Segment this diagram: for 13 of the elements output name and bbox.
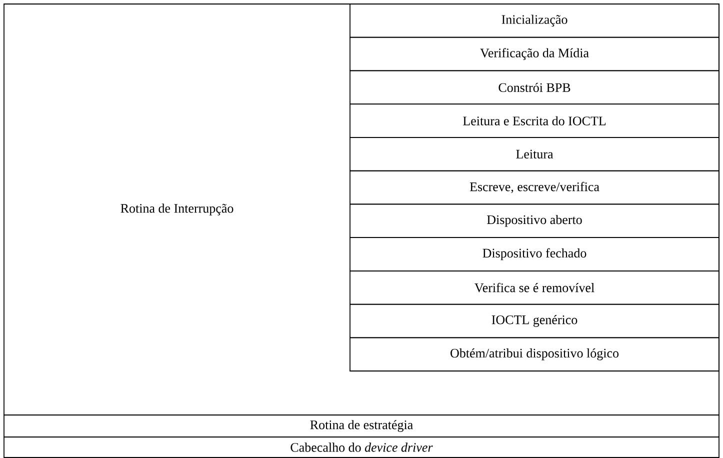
routine-row: Leitura e Escrita do IOCTL <box>350 104 720 138</box>
routine-row: Verificação da Mídia <box>350 36 720 72</box>
routine-row: Escreve, escreve/verifica <box>350 170 720 205</box>
section-row: Rotina de estratégia <box>4 414 720 438</box>
routine-row: Obtém/atribui dispositivo lógico <box>350 337 720 372</box>
routine-row: Leitura <box>350 137 720 172</box>
routine-row: Dispositivo fechado <box>350 237 720 272</box>
routine-row: Constrói BPB <box>350 70 720 105</box>
routine-row: IOCTL genérico <box>350 304 720 338</box>
section-row: Cabecalho do device driver <box>4 436 720 458</box>
routine-row: Dispositivo aberto <box>350 204 720 238</box>
routine-row: Verifica se é removível <box>350 270 720 305</box>
routine-row: Inicialização <box>350 4 720 38</box>
